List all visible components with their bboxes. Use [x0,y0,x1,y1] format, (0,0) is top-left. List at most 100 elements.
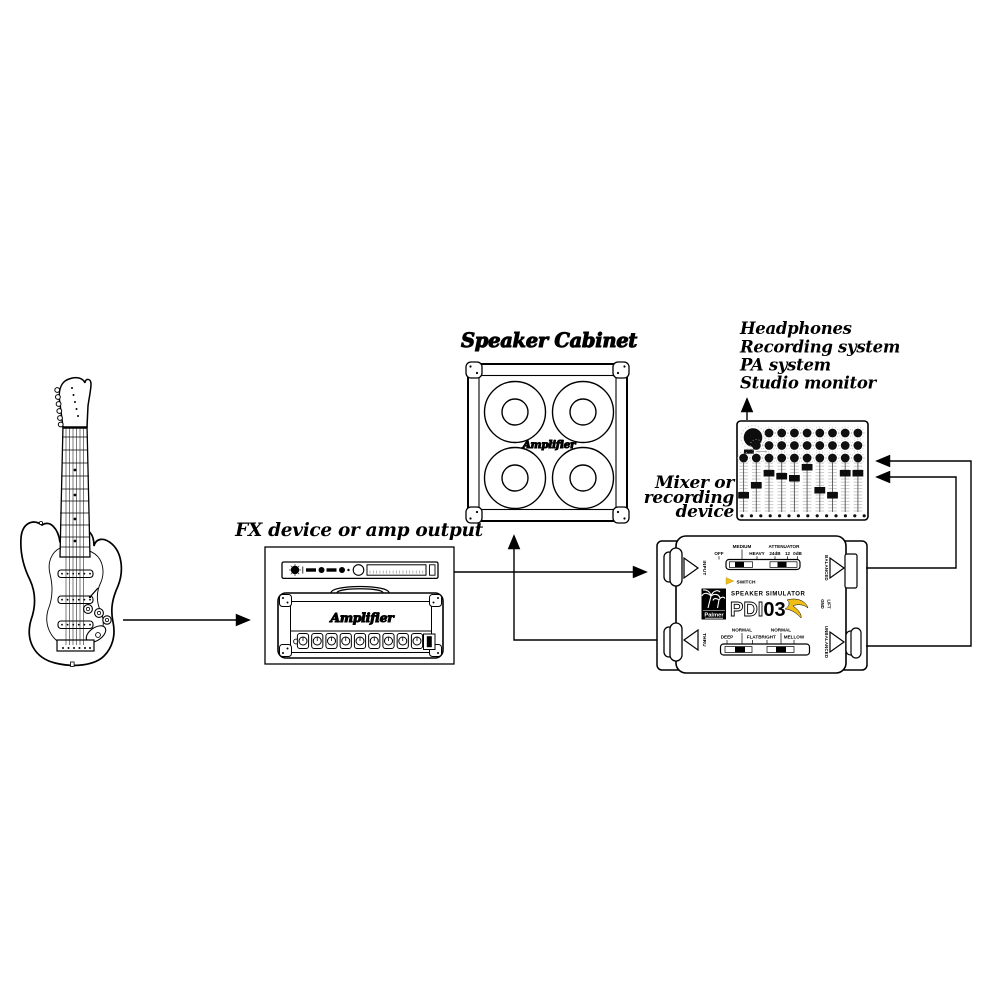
guitar-saddles [62,647,91,649]
pdi03-flat-label: FLAT [747,635,759,640]
mixer-knob [853,428,863,438]
pdi03-body [675,535,847,674]
amp-knob-row [296,633,424,649]
speaker-cabinet-label: Speaker Cabinet [461,329,637,352]
guitar-strings [65,428,84,645]
pickup-pole-dot [61,598,63,601]
amp-head: Amplifier [277,585,444,659]
mixer-fader-cap [814,487,826,494]
pdi03-24db-label: 24dB [769,551,781,556]
mixer-fader-cap [738,492,749,499]
pdi03-top-slider [725,558,801,571]
pdi03-normal-high-label: NORMAL [771,628,791,633]
amp-knob [398,636,408,646]
pdi03-unbalanced-label: UNBALANCED [824,626,829,658]
mixer-jack-dot [843,514,848,518]
mixer-knob [764,441,774,450]
pdi03-mid-switch-knob [735,562,744,568]
mixer-jack-dot [853,514,857,518]
cabinet-corner-caps [465,361,630,524]
mixer-knob [828,453,837,463]
mixer-fader [738,462,749,512]
pdi03-mellow-label: MELLOW [784,635,805,640]
pdi03-balanced-label: BALANCED [824,555,829,581]
cable-balanced-to-mixer [866,470,957,569]
guitar-string-posts [71,387,79,417]
mixer-jack-dot [787,514,791,518]
mixer-knob [764,428,774,438]
pickup-pole-dot [66,623,69,626]
mixer [736,420,869,521]
rack-display [366,564,427,576]
pdi03-gnd-label: GND [820,599,825,609]
pdi03-attenuator-label: ATTENUATOR [769,544,801,549]
amp-knob [312,636,322,646]
mixer-jack-dot [778,514,782,518]
pickup-pole-dot [83,623,86,626]
pdi03-12-label: 12 [785,551,791,556]
pdi03-input-jack [663,547,683,587]
mixer-label-line3: device [676,502,735,522]
amp-knob [298,636,308,646]
mixer-fader-cap [827,492,838,499]
mixer-knob [815,428,825,438]
pdi03-balanced-arrow [829,556,846,580]
pickup-pole-dot [77,623,80,626]
guitar-strap-button [70,661,75,667]
mixer-knob [815,453,825,463]
speaker-cabinet: Speaker Cabinet Amplifier [460,329,638,524]
pdi03-yellow-swoosh-icon [784,598,809,619]
pdi03-high-filter-knob [776,646,786,653]
output-pa-system: PA system [739,356,831,375]
cabinet-speakers [483,380,615,510]
pdi03-heavy-label: HEAVY [749,551,765,556]
mixer-jack-dot [825,514,829,518]
mixer-knob [790,428,799,438]
fx-unit-frame [264,546,455,665]
mixer-knob [764,453,774,463]
palm-trees-icon [701,589,726,609]
mixer-jack-dot [815,514,819,518]
pdi03-thru-label: THRU [702,633,707,647]
mixer-knob [815,441,825,450]
pickup-pole-dot [89,598,91,601]
mixer-knob [802,453,812,463]
mixer-fader-cap [852,470,864,477]
mixer-knob [840,453,850,463]
pdi03-input-label: INPUT [702,561,707,576]
mixer-jack-dot [862,514,866,518]
mixer-knob [802,428,812,438]
guitar-inlay-dots [73,468,77,543]
pdi03-0db-label: 0dB [793,551,802,556]
mixer-fader-cap [801,464,813,471]
pdi03-medium-label: MEDIUM [733,544,752,549]
output-devices-label: Headphones Recording system PA system St… [739,319,900,393]
mixer-knob [777,428,787,438]
amp-knob [412,636,422,646]
mixer-fader [827,462,838,512]
mixer-fader-cap [763,470,775,477]
mixer-label-line2: recording [644,488,735,508]
mixer-knob [840,441,850,450]
rack-fx-device [281,561,439,580]
guitar-pickups [57,569,94,630]
pickup-pole-dot [89,572,91,575]
mixer-fader [852,462,864,512]
output-recording-system: Recording system [739,338,900,357]
pickup-pole-dot [77,572,80,575]
guitar-jack [95,632,101,638]
pdi03-model-number: 03 [763,599,785,621]
pdi03-input-arrow [683,556,700,580]
guitar-tuners [54,387,64,428]
pdi03-unbalanced-jack [845,627,862,659]
mixer-label: Mixer or recording device [644,473,736,522]
pdi03-xlr-out [844,553,858,589]
pdi03-bottom-slider [719,643,811,656]
fx-chain-label: FX device or amp output [234,520,483,541]
pickup-pole-dot [61,623,63,626]
mixer-jack-dot [749,514,754,518]
palmer-logo: Palmer [701,588,726,620]
guitar-bridge [56,639,95,652]
